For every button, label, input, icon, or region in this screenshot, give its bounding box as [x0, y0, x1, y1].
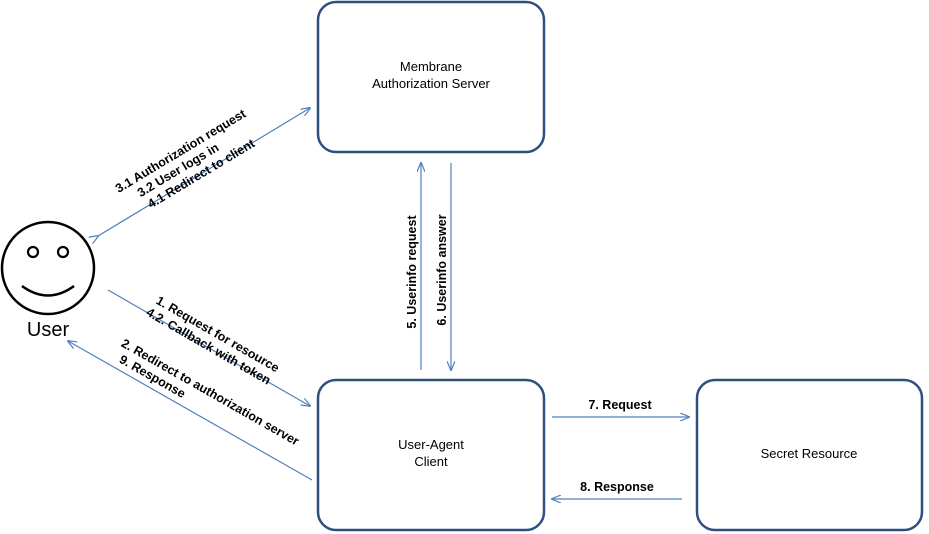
client-label-line1: User-Agent: [398, 437, 464, 452]
arrow-client-to-user: [68, 341, 313, 481]
arrow-user-to-client: [107, 289, 310, 406]
smiley-left-eye: [26, 245, 40, 259]
client-box: [316, 378, 546, 532]
smiley-face-icon: [0, 220, 96, 316]
secret-resource-box: [695, 378, 924, 532]
edge-label-request: 7. Request: [588, 398, 652, 412]
arrow-user-auth-server: [98, 108, 310, 236]
label-group-client-user: 2. Redirect to authorization server 9. R…: [117, 336, 302, 448]
user-actor: User: [0, 220, 96, 341]
label-group-user-auth: 3.1 Authorization request 3.2 User logs …: [113, 106, 258, 211]
auth-server-label-line2: Authorization Server: [372, 76, 490, 91]
client-label-line2: Client: [414, 454, 448, 469]
secret-resource-node: Secret Resource: [695, 378, 924, 532]
edge-label-userinfo-request: 5. Userinfo request: [405, 215, 419, 329]
edge-label-response-8: 8. Response: [580, 480, 654, 494]
auth-server-box: [316, 0, 546, 154]
edge-label-userinfo-answer: 6. Userinfo answer: [435, 214, 449, 325]
secret-resource-label: Secret Resource: [761, 446, 858, 461]
auth-server-node: Membrane Authorization Server: [316, 0, 546, 154]
client-node: User-Agent Client: [316, 378, 546, 532]
auth-server-label-line1: Membrane: [400, 59, 462, 74]
smiley-mouth: [21, 284, 75, 297]
smiley-right-eye: [56, 245, 70, 259]
user-label: User: [27, 319, 70, 341]
